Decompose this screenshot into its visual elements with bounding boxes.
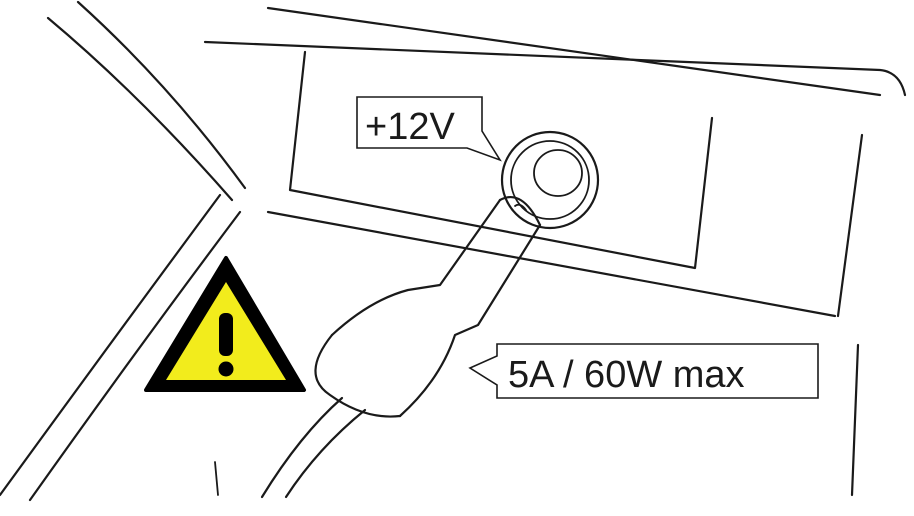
voltage-label: +12V [365,106,455,148]
rating-callout: 5A / 60W max [468,343,819,399]
power-socket [500,130,600,230]
rating-label: 5A / 60W max [508,354,745,396]
voltage-callout: +12V [356,96,502,162]
socket-panel [288,50,714,270]
car-charger-plug [260,195,542,499]
warning-triangle-icon [144,256,306,392]
dashboard-outline [0,0,907,502]
